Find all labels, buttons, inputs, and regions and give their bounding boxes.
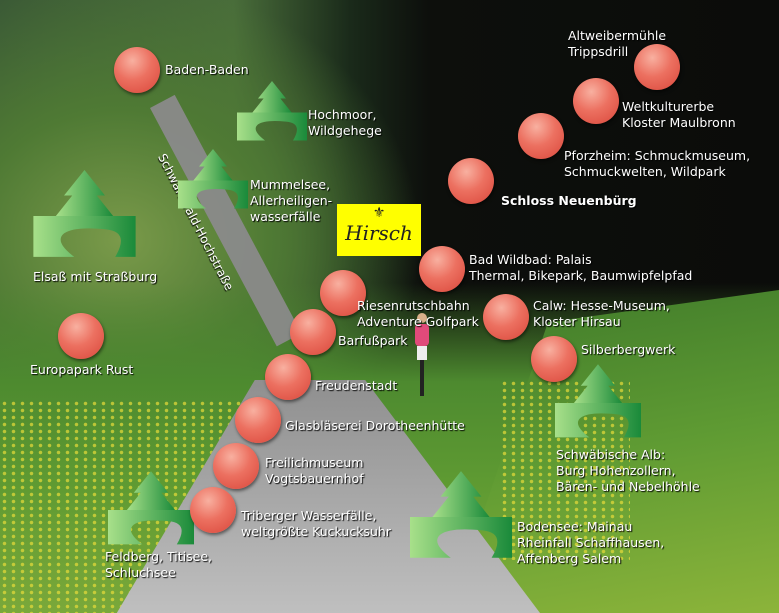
marker-glasblaeserei[interactable] xyxy=(235,397,281,443)
nature-label: Mummelsee, Allerheiligen- wasserfälle xyxy=(250,177,333,224)
marker-neuenbuerg[interactable] xyxy=(448,158,494,204)
poi-label: Schloss Neuenbürg xyxy=(501,193,637,208)
poi-label: Europapark Rust xyxy=(30,362,134,377)
nature-icon-mummelsee xyxy=(178,148,248,213)
poi-label: Triberger Wasserfälle, weltgrößte Kuckuc… xyxy=(241,508,391,539)
poi-label: Weltkulturerbe Kloster Maulbronn xyxy=(622,99,736,130)
poi-label: Pforzheim: Schmuckmuseum, Schmuckwelten,… xyxy=(564,148,751,179)
nature-label: Bodensee: Mainau Rheinfall Schaffhausen,… xyxy=(517,519,665,566)
nature-label: Schwäbische Alb: Burg Hohenzollern, Bäre… xyxy=(556,447,700,494)
crest-icon: ⚜ xyxy=(372,205,386,221)
poi-label: Freudenstadt xyxy=(315,378,398,393)
marker-freilichtmuseum[interactable] xyxy=(213,443,259,489)
cyclist-figure xyxy=(415,313,429,396)
poi-label: Riesenrutschbahn Adventure Golfpark xyxy=(357,298,479,329)
marker-barfusspark[interactable] xyxy=(290,309,336,355)
poi-label: Baden-Baden xyxy=(165,62,249,77)
nature-icon-bodensee xyxy=(410,468,512,566)
nature-label: Hochmoor, Wildgehege xyxy=(308,107,382,138)
poi-label: Barfußpark xyxy=(338,333,408,348)
poi-label: Bad Wildbad: Palais Thermal, Bikepark, B… xyxy=(469,252,693,283)
marker-pforzheim[interactable] xyxy=(518,113,564,159)
marker-triberg[interactable] xyxy=(190,487,236,533)
hirsch-logo[interactable]: ⚜Hirsch xyxy=(337,204,421,256)
marker-riesenrutschbahn[interactable] xyxy=(320,270,366,316)
marker-calw[interactable] xyxy=(483,294,529,340)
marker-altweibermuehle[interactable] xyxy=(634,44,680,90)
marker-bad-wildbad[interactable] xyxy=(419,246,465,292)
marker-europapark[interactable] xyxy=(58,313,104,359)
nature-icon-hochmoor xyxy=(237,80,307,145)
nature-icon-feldberg xyxy=(108,470,194,550)
nature-label: Elsaß mit Straßburg xyxy=(33,269,158,284)
marker-maulbronn[interactable] xyxy=(573,78,619,124)
marker-baden-baden[interactable] xyxy=(114,47,160,93)
marker-silberbergwerk[interactable] xyxy=(531,336,577,382)
poi-label: Altweibermühle Trippsdrill xyxy=(568,28,667,59)
poi-label: Freilichmuseum Vogtsbauernhof xyxy=(265,455,364,486)
logo-text: Hirsch xyxy=(345,221,413,245)
nature-label: Feldberg, Titisee, Schluchsee xyxy=(105,549,212,580)
nature-icon-elsass xyxy=(33,170,136,262)
poi-label: Glasbläserei Dorotheenhütte xyxy=(285,418,465,433)
poi-label: Calw: Hesse-Museum, Kloster Hirsau xyxy=(533,298,670,329)
marker-freudenstadt[interactable] xyxy=(265,354,311,400)
poi-label: Silberbergwerk xyxy=(581,342,676,357)
